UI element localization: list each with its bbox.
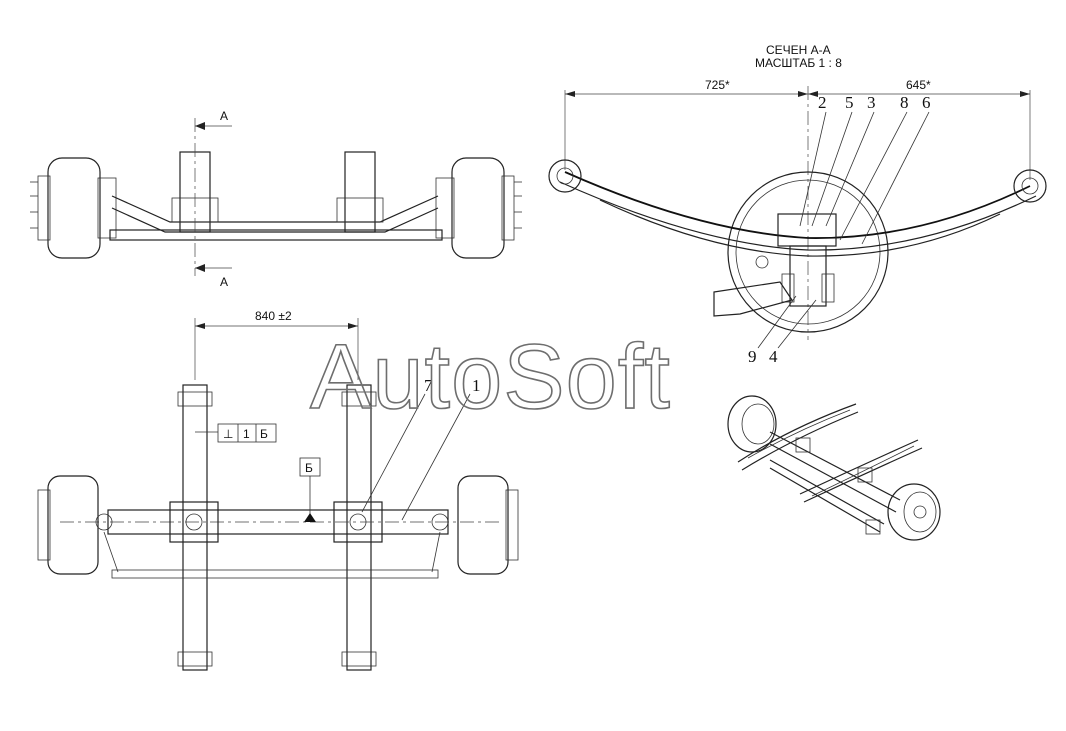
section-title: СЕЧЕН А-А (766, 43, 831, 57)
dim-left: 725* (705, 78, 730, 92)
callout-9: 9 (748, 347, 757, 366)
callout-5: 5 (845, 93, 854, 112)
datum-label: Б (305, 461, 313, 475)
callout-7: 7 (424, 376, 433, 395)
section-a-a: СЕЧЕН А-А МАСШТАБ 1 : 8 725* 645* (548, 43, 1047, 366)
tolerance-value: 1 (243, 427, 250, 441)
dim-right: 645* (906, 78, 931, 92)
callout-2: 2 (818, 93, 827, 112)
tolerance-datum: Б (260, 427, 268, 441)
watermark-logo: AutoSoft (310, 326, 671, 428)
callout-1: 1 (472, 376, 481, 395)
track-dimension: 840 ±2 (255, 309, 292, 323)
isometric-view (727, 395, 941, 541)
top-view: 840 ±2 Б ⊥ 1 (37, 309, 519, 671)
callout-3: 3 (867, 93, 876, 112)
section-scale: МАСШТАБ 1 : 8 (755, 56, 842, 70)
front-view: А А (30, 109, 522, 289)
callout-6: 6 (922, 93, 931, 112)
callout-8: 8 (900, 93, 909, 112)
cut-label-bottom: А (220, 275, 228, 289)
callout-4: 4 (769, 347, 778, 366)
cut-label-top: А (220, 109, 228, 123)
tolerance-symbol: ⊥ (223, 427, 233, 441)
